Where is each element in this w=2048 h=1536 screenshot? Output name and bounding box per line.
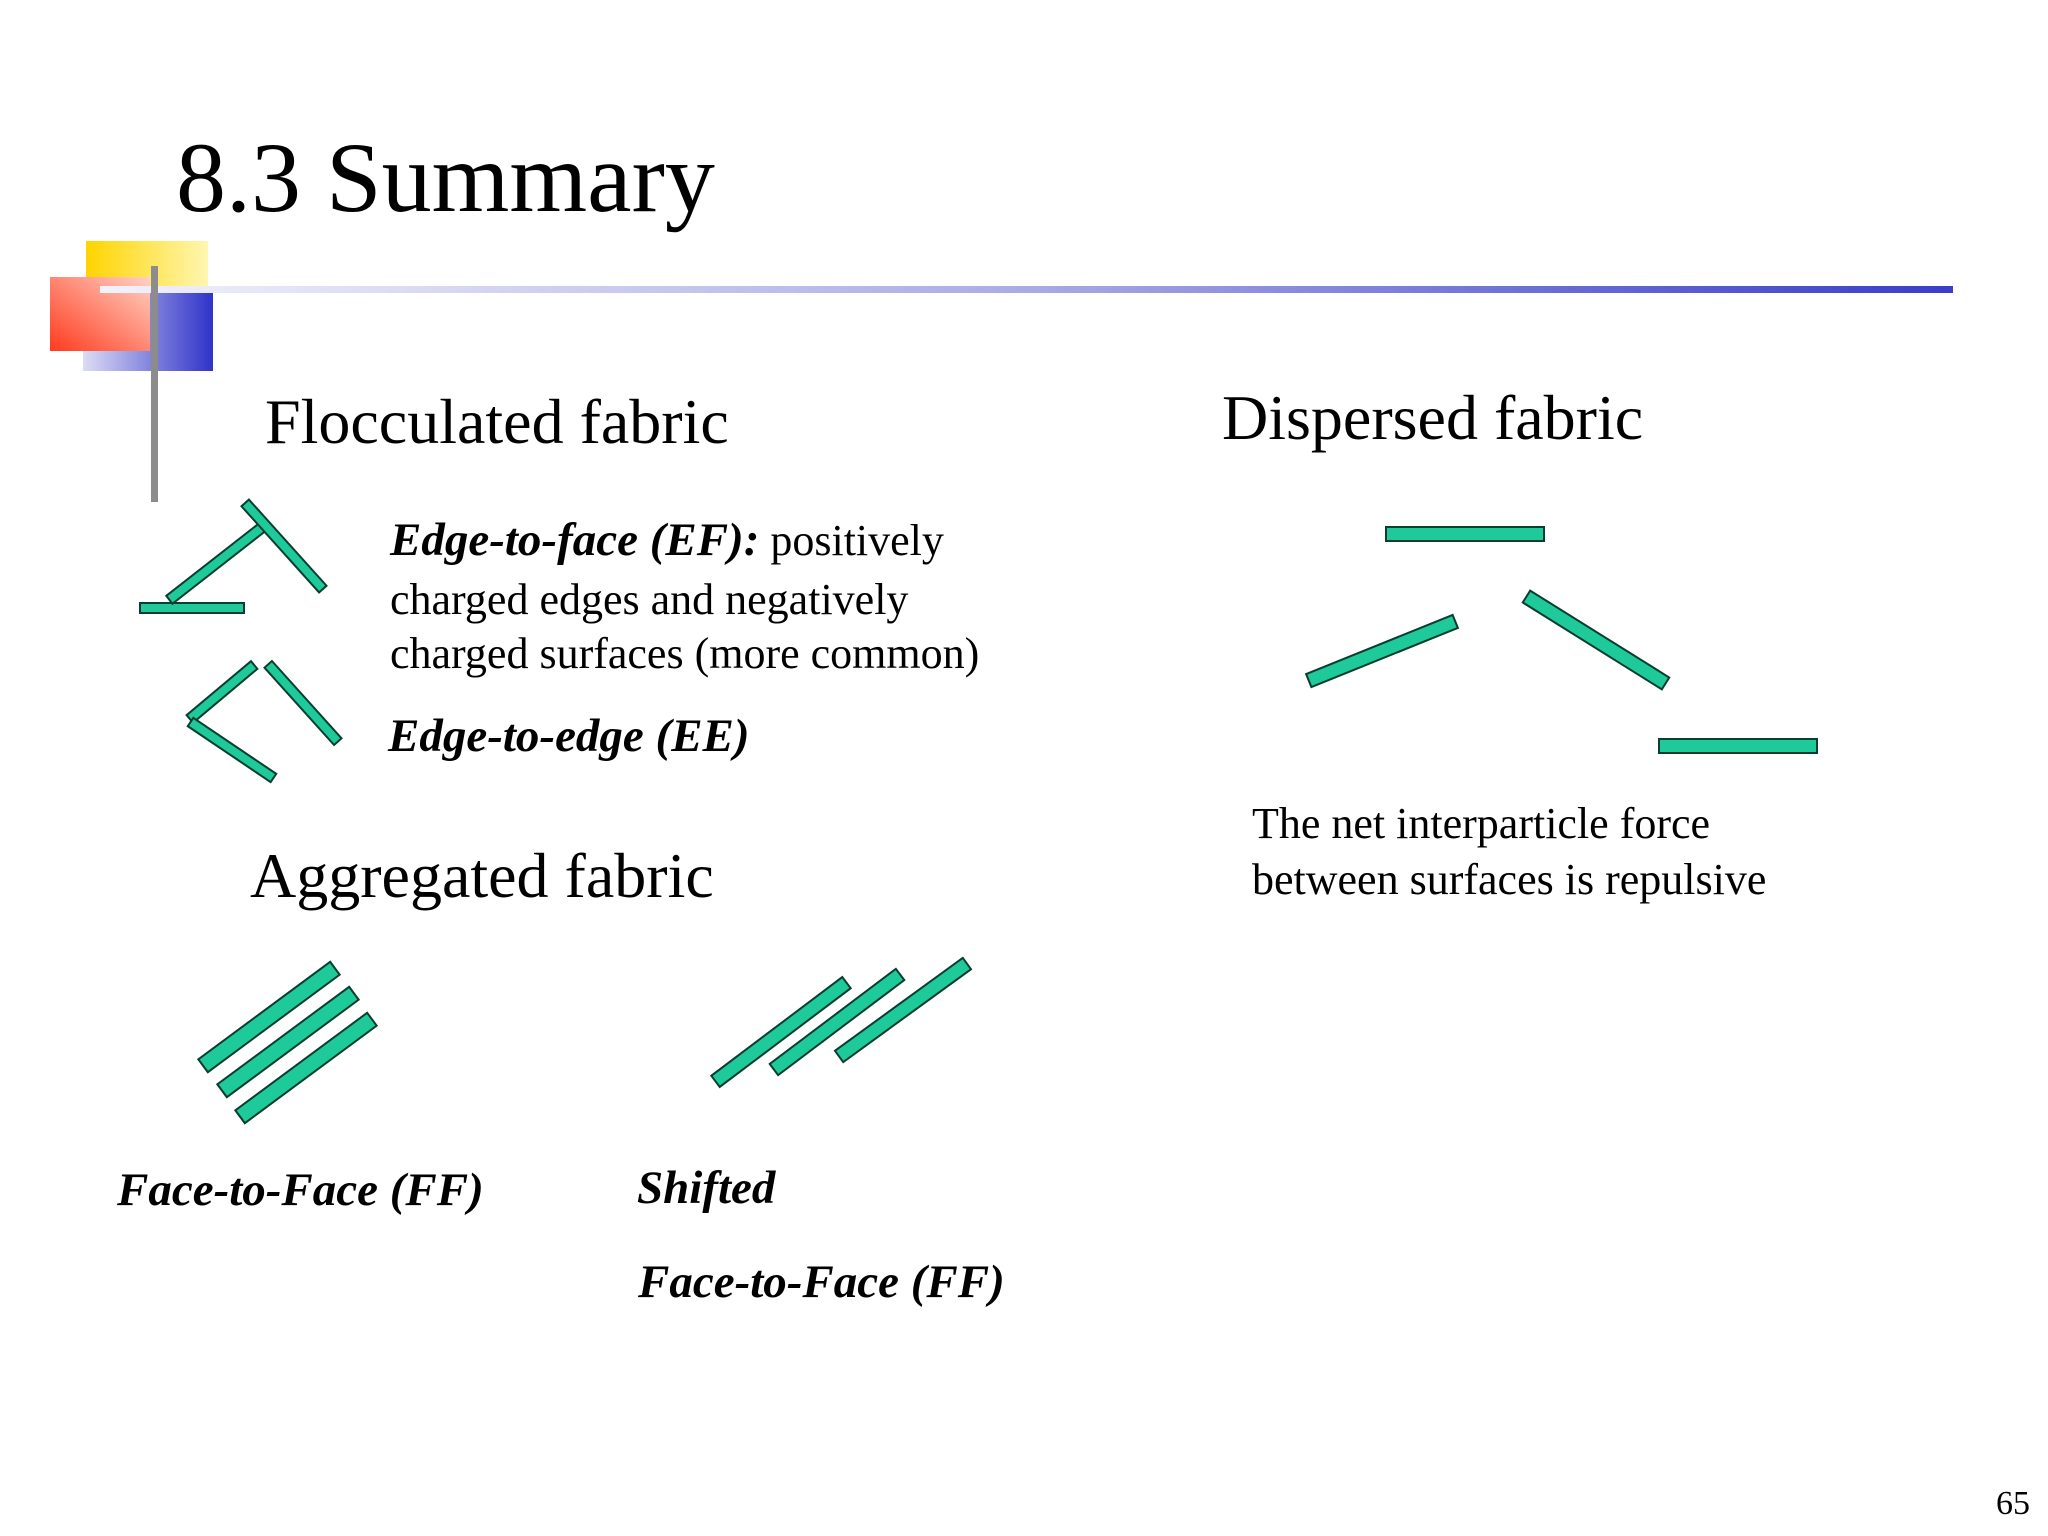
accent-vertical-bar: [151, 266, 158, 502]
shifted-label: Shifted: [637, 1162, 776, 1214]
particles-shifted-face-to-face: [709, 956, 973, 1089]
particle-dispersed-middle: [1521, 589, 1671, 691]
particle-ef-leaning: [240, 498, 328, 594]
particles-edge-to-edge: [185, 659, 343, 784]
particle-ee-right: [263, 659, 343, 747]
edge-to-edge-label: Edge-to-edge (EE): [388, 710, 750, 762]
face-to-face-label: Face-to-Face (FF): [117, 1164, 484, 1216]
particle-sff-1: [709, 975, 853, 1089]
edge-to-face-text-3: charged surfaces (more common): [390, 629, 980, 678]
aggregated-fabric-heading: Aggregated fabric: [250, 840, 714, 911]
particle-ff-2: [215, 985, 361, 1099]
dispersed-description-line-1: The net interparticle force: [1252, 799, 1711, 848]
particle-dispersed-left: [1304, 613, 1460, 689]
slide-number: 65: [1996, 1485, 2030, 1522]
dispersed-description-line-2: between surfaces is repulsive: [1252, 855, 1767, 904]
particles-dispersed: [1304, 526, 1818, 754]
particle-ef-base: [139, 602, 245, 614]
particle-dispersed-bottom: [1658, 738, 1818, 754]
edge-to-face-label: Edge-to-face (EF):: [390, 514, 760, 566]
particles-face-to-face: [196, 960, 379, 1125]
particle-ee-lower: [186, 716, 278, 784]
particle-dispersed-top: [1385, 526, 1545, 542]
edge-to-face-text-1: positively: [770, 516, 944, 565]
particle-ff-1: [196, 960, 342, 1074]
particle-sff-2: [768, 967, 906, 1077]
particle-sff-3: [833, 956, 973, 1064]
particles-edge-to-face: [139, 498, 328, 614]
edge-to-face-line-1: Edge-to-face (EF): positively: [390, 512, 944, 569]
slide-title: 8.3 Summary: [176, 122, 715, 233]
particle-ee-upper: [185, 659, 259, 725]
particle-ef-slanted: [164, 516, 274, 606]
flocculated-fabric-heading: Flocculated fabric: [265, 386, 729, 457]
edge-to-face-text-2: charged edges and negatively: [390, 575, 909, 624]
dispersed-fabric-heading: Dispersed fabric: [1222, 382, 1644, 453]
shifted-face-to-face-label: Face-to-Face (FF): [638, 1256, 1005, 1308]
particle-ff-3: [233, 1011, 379, 1125]
title-rule: [100, 286, 1953, 293]
